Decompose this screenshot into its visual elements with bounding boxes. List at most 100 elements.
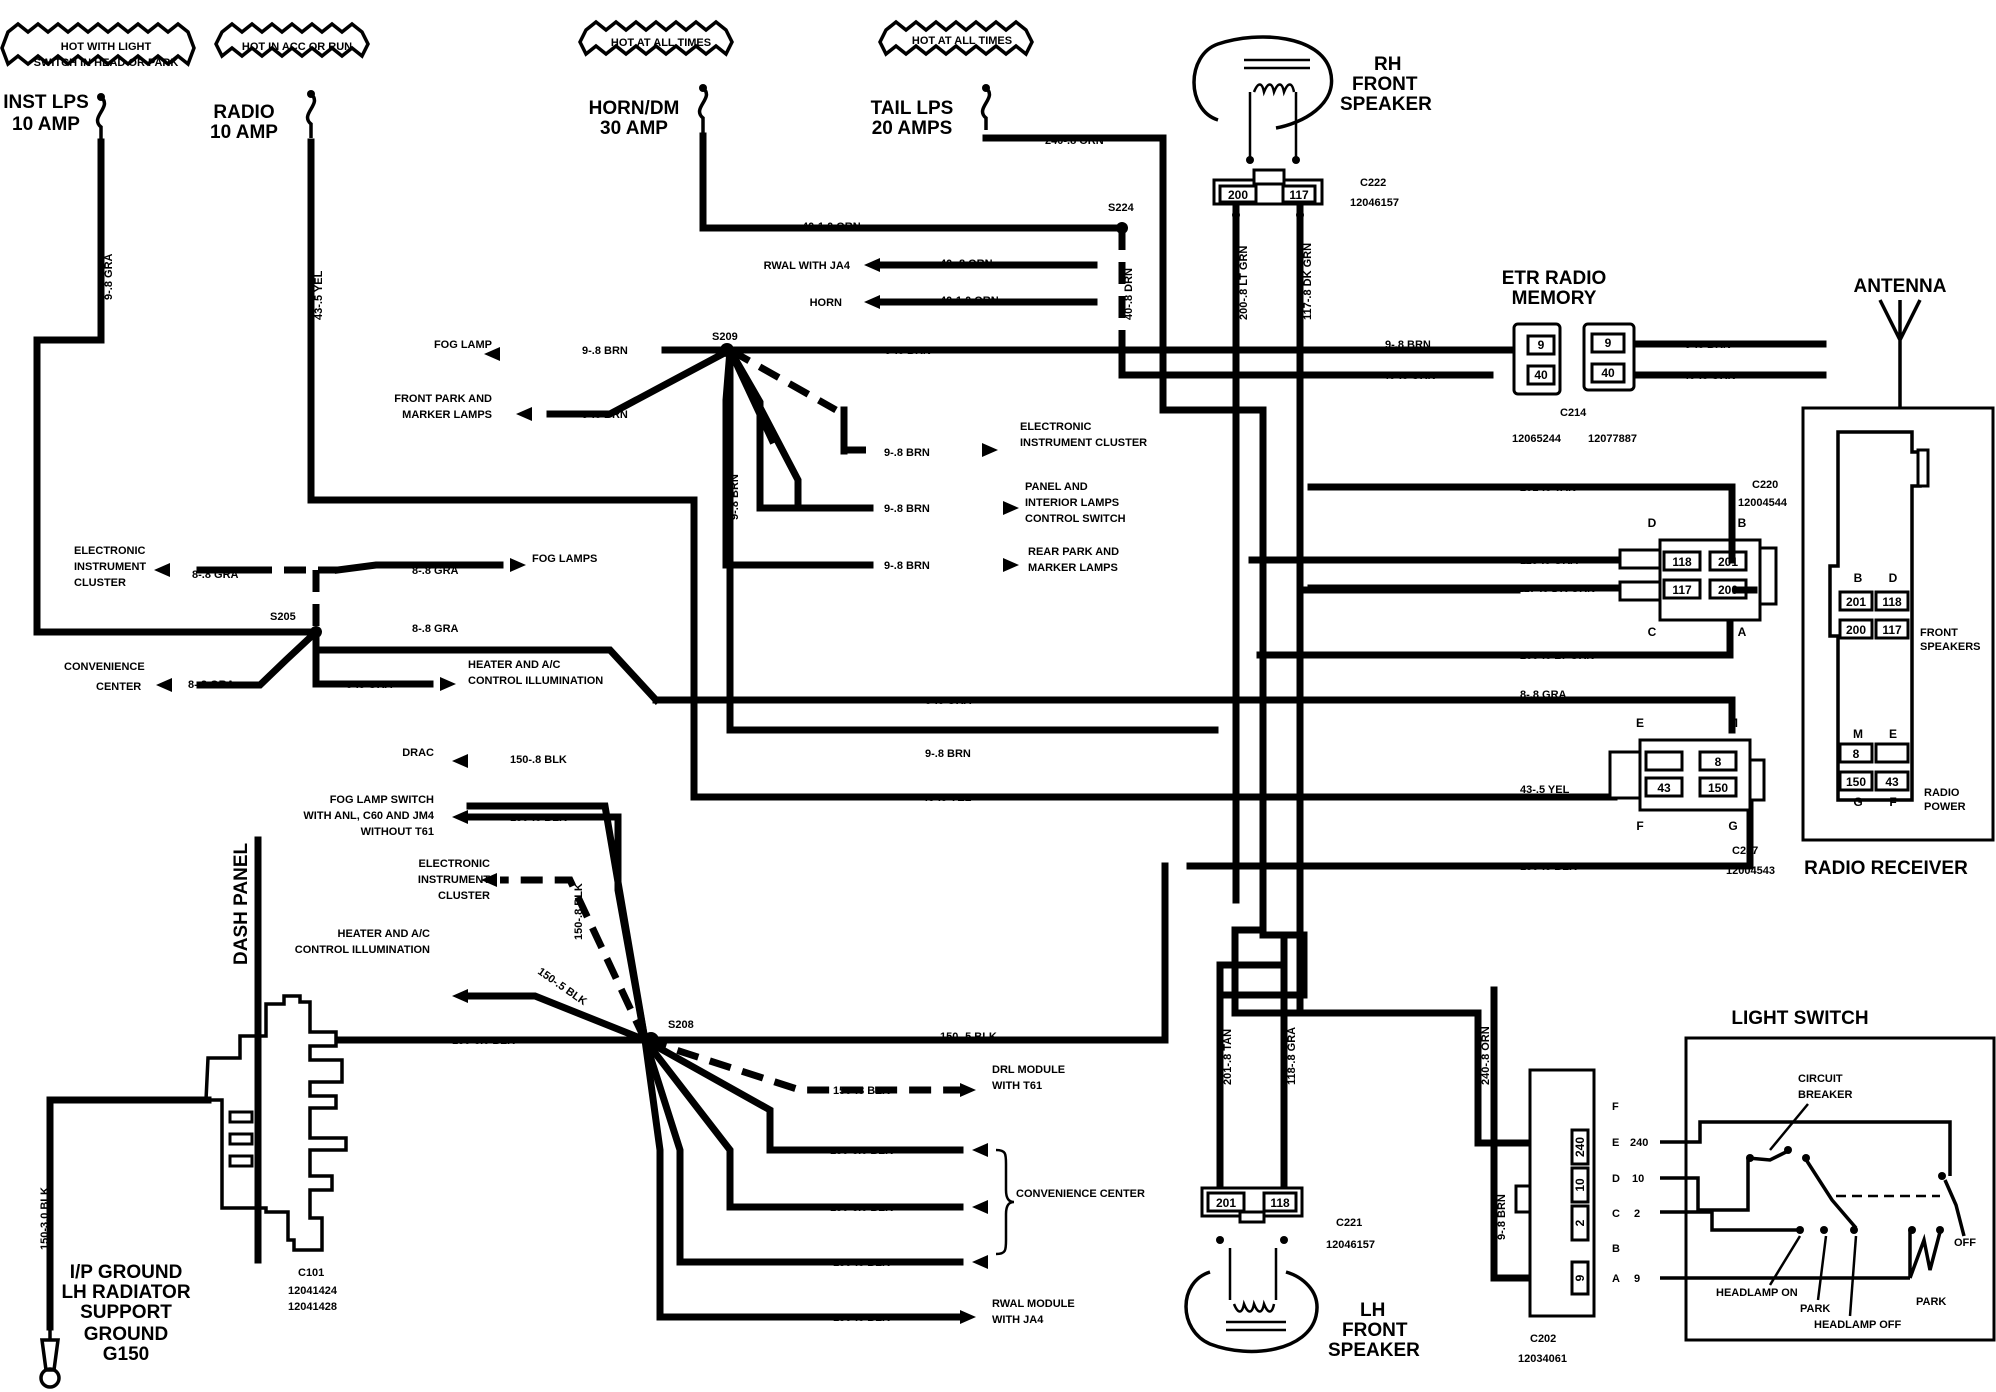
svg-text:CONTROL ILLUMINATION: CONTROL ILLUMINATION (295, 944, 430, 956)
svg-text:HEADLAMP ON: HEADLAMP ON (1716, 1287, 1798, 1299)
svg-text:FOG LAMP SWITCH: FOG LAMP SWITCH (330, 794, 434, 806)
fuse-tag-tail: HOT AT ALL TIMES (878, 19, 1034, 57)
svg-text:12046157: 12046157 (1326, 1239, 1375, 1251)
dash-panel-c101: DASH PANEL C101 12041424 12041428 (204, 836, 348, 1313)
svg-text:WITH T61: WITH T61 (992, 1080, 1042, 1092)
svg-text:HORN: HORN (810, 297, 842, 309)
horn-tag: HOT AT ALL TIMES (611, 37, 711, 49)
svg-text:POWER: POWER (1924, 801, 1966, 813)
svg-text:9: 9 (1538, 338, 1545, 352)
svg-text:43: 43 (1885, 775, 1899, 789)
svg-text:10: 10 (1573, 1178, 1587, 1192)
svg-text:F: F (1612, 1101, 1619, 1113)
svg-text:150-.8 BLK: 150-.8 BLK (510, 812, 567, 824)
svg-text:DRL MODULE: DRL MODULE (992, 1064, 1065, 1076)
svg-text:F: F (1636, 819, 1643, 833)
inst-tag-line2: SWITCH IN HEAD OR PARK (34, 57, 179, 69)
rh-front-speaker: 200 117 RH FRONT SPEAKER C222 12046157 (1192, 35, 1432, 219)
fuse-tag-radio: HOT IN ACC OR RUN (214, 21, 370, 59)
fuse-symbols (95, 84, 992, 141)
etr-radio-memory: ETR RADIO MEMORY 9 40 9 40 C214 12065244… (1502, 268, 1637, 445)
svg-text:118-.8 GRA: 118-.8 GRA (1520, 555, 1578, 567)
svg-text:DASH PANEL: DASH PANEL (231, 843, 252, 965)
svg-text:INSTRUMENT: INSTRUMENT (418, 874, 490, 886)
inst-fuse-name: INST LPS (3, 92, 89, 113)
svg-text:C222: C222 (1360, 177, 1386, 189)
svg-text:LH RADIATOR: LH RADIATOR (61, 1282, 190, 1303)
svg-text:FOG LAMP: FOG LAMP (434, 339, 492, 351)
svg-text:G: G (1728, 819, 1737, 833)
svg-text:HEATER AND A/C: HEATER AND A/C (338, 928, 431, 940)
svg-text:43-.5 YEL: 43-.5 YEL (1520, 784, 1570, 796)
svg-text:43: 43 (1657, 781, 1671, 795)
svg-text:E: E (1612, 1137, 1619, 1149)
svg-text:8-.8 GRA: 8-.8 GRA (188, 679, 235, 691)
svg-text:DRAC: DRAC (402, 747, 434, 759)
svg-text:240: 240 (1630, 1137, 1648, 1149)
svg-text:SUPPORT: SUPPORT (80, 1302, 172, 1323)
svg-text:C101: C101 (298, 1267, 324, 1279)
svg-text:CONVENIENCE CENTER: CONVENIENCE CENTER (1016, 1188, 1145, 1200)
svg-text:12004544: 12004544 (1738, 497, 1788, 509)
svg-text:FRONT PARK AND: FRONT PARK AND (394, 393, 492, 405)
inst-tag-line1: HOT WITH LIGHT (61, 41, 152, 53)
svg-text:40: 40 (1534, 368, 1548, 382)
svg-text:INSTRUMENT: INSTRUMENT (74, 561, 146, 573)
svg-text:9: 9 (1573, 1274, 1587, 1281)
light-switch: LIGHT SWITCH F E D C B A 240 10 2 9 CIRC… (1612, 1008, 1996, 1342)
radio-tag: HOT IN ACC OR RUN (242, 41, 352, 53)
svg-text:201-.8 TAN: 201-.8 TAN (1520, 482, 1576, 494)
svg-text:150-.8 BLK: 150-.8 BLK (833, 1085, 890, 1097)
svg-text:C287: C287 (1732, 845, 1758, 857)
svg-text:RADIO RECEIVER: RADIO RECEIVER (1804, 858, 1968, 879)
svg-text:43-.5 YEL: 43-.5 YEL (313, 270, 325, 320)
svg-text:PANEL AND: PANEL AND (1025, 481, 1088, 493)
svg-text:RH: RH (1374, 54, 1401, 75)
svg-text:9-.8 BRN: 9-.8 BRN (1496, 1194, 1508, 1240)
svg-text:8-.8 GRA: 8-.8 GRA (412, 565, 459, 577)
svg-text:9-.8 BRN: 9-.8 BRN (729, 474, 741, 520)
svg-text:40-.8 ORN: 40-.8 ORN (940, 258, 993, 270)
svg-text:117: 117 (1882, 623, 1902, 637)
svg-text:SPEAKER: SPEAKER (1340, 94, 1432, 115)
svg-text:40: 40 (1601, 366, 1615, 380)
svg-text:240-.8 ORN: 240-.8 ORN (1045, 135, 1104, 147)
svg-text:117: 117 (1672, 583, 1692, 597)
svg-text:118-.8 GRA: 118-.8 GRA (1286, 1027, 1298, 1085)
svg-text:8: 8 (1715, 755, 1722, 769)
svg-text:S208: S208 (668, 1019, 694, 1031)
lh-front-speaker: 201 118 C221 12046157 LH FRONT SPEAKER (1184, 1186, 1420, 1361)
tail-tag: HOT AT ALL TIMES (912, 35, 1012, 47)
svg-text:CIRCUIT: CIRCUIT (1798, 1073, 1843, 1085)
svg-text:RWAL MODULE: RWAL MODULE (992, 1298, 1075, 1310)
svg-text:SPEAKER: SPEAKER (1328, 1340, 1420, 1361)
svg-text:150-3.0 BLK: 150-3.0 BLK (39, 1187, 51, 1250)
svg-text:9-.8 GRA: 9-.8 GRA (103, 253, 115, 300)
svg-text:9-.8 BRN: 9-.8 BRN (884, 447, 930, 459)
svg-text:40-1.0 ORN: 40-1.0 ORN (802, 221, 861, 233)
svg-text:150-3.0 BLK: 150-3.0 BLK (830, 1145, 893, 1157)
svg-text:MARKER LAMPS: MARKER LAMPS (1028, 562, 1118, 574)
svg-text:40-.8 DRN: 40-.8 DRN (1123, 268, 1135, 320)
connector-c287: 8 43 150 E M F G C287 12004543 (1608, 716, 1775, 877)
svg-text:12065244: 12065244 (1512, 433, 1562, 445)
svg-text:150-.8 BLK: 150-.8 BLK (510, 754, 567, 766)
svg-text:E: E (1889, 727, 1897, 741)
svg-text:I/P GROUND: I/P GROUND (70, 1262, 183, 1283)
arrows (154, 258, 1019, 1324)
inst-fuse-rating: 10 AMP (12, 114, 80, 135)
wires (33, 132, 1827, 1331)
splice-s205: S205 (270, 611, 322, 638)
svg-text:150-3.0 BLK: 150-3.0 BLK (452, 1035, 515, 1047)
svg-text:150-.5 BLK: 150-.5 BLK (940, 1031, 997, 1043)
svg-text:C220: C220 (1752, 479, 1778, 491)
svg-text:B: B (1738, 516, 1747, 530)
svg-text:FOG LAMPS: FOG LAMPS (532, 553, 597, 565)
svg-text:ELECTRONIC: ELECTRONIC (74, 545, 146, 557)
svg-text:M: M (1853, 727, 1863, 741)
svg-text:S205: S205 (270, 611, 296, 623)
svg-text:12046157: 12046157 (1350, 197, 1399, 209)
svg-text:240: 240 (1573, 1137, 1587, 1157)
svg-text:150-.5 BLK: 150-.5 BLK (1520, 861, 1577, 873)
